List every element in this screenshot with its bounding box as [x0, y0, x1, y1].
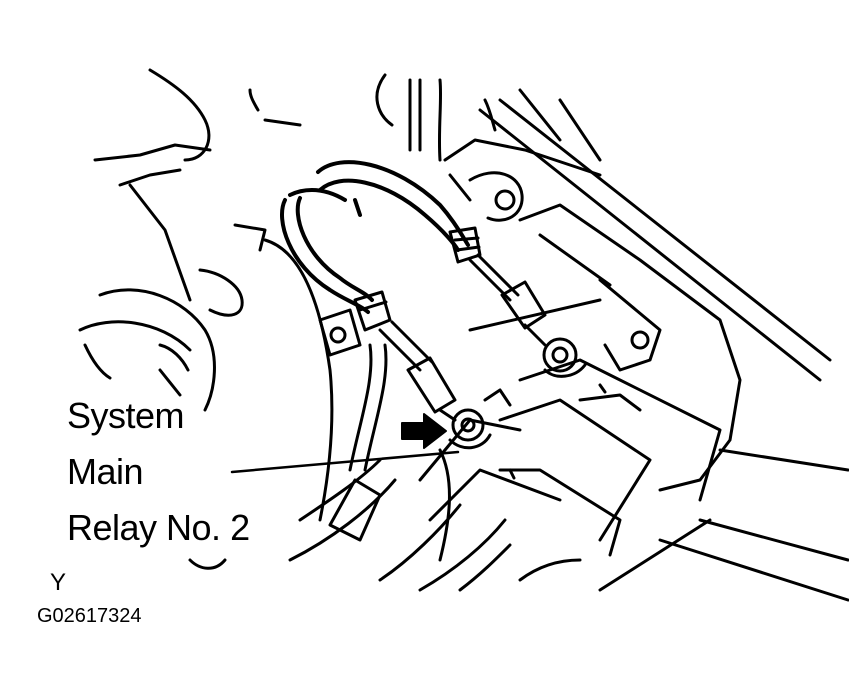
terminal-upper [468, 253, 587, 378]
view-code-label: Y [50, 569, 67, 596]
cable-nut [353, 226, 482, 332]
engine-body-outline [78, 68, 302, 412]
wiring-harness [188, 238, 582, 592]
figure-code-label: G02617324 [37, 605, 142, 627]
top-fragments [375, 73, 602, 162]
relay-block [418, 203, 742, 557]
callout-label-line-2: Main [67, 451, 144, 492]
pointer-arrow-icon [401, 413, 447, 449]
frame-rails [443, 98, 849, 602]
callout-label-line-3: Relay No. 2 [67, 507, 250, 548]
callout-leader-line [230, 450, 460, 474]
callout-label-line-1: System [67, 395, 185, 436]
terminal-lower [378, 320, 512, 450]
mounting-bracket [318, 171, 662, 372]
